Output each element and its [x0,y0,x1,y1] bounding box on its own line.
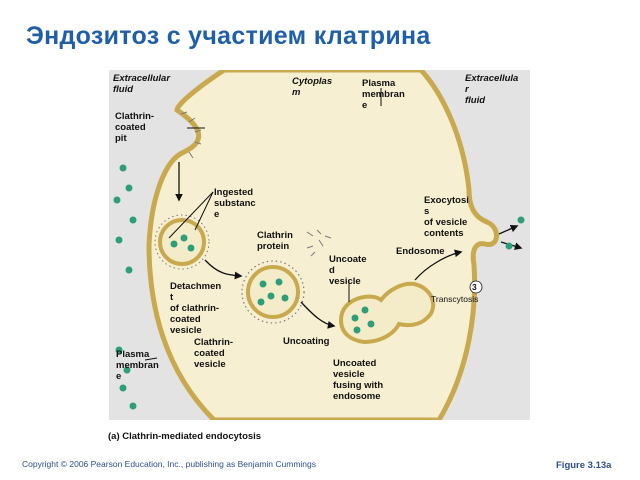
endosome-particles [351,306,375,334]
exocytosis-arrow-1 [498,224,519,235]
label-plasma-membrane-top: Plasma membran e [362,78,405,111]
page-title: Эндозитоз с участием клатрина [26,22,431,50]
clathrin-protein-fragments [306,229,332,257]
copyright-notice: Copyright © 2006 Pearson Education, Inc.… [22,459,317,469]
arrow-to-coated-vesicle [204,259,243,280]
endocytosis-diagram [109,70,530,420]
figure-reference: Figure 3.13a [556,460,612,471]
label-cytoplasm: Cytoplas m [292,76,333,98]
label-clathrin-protein: Clathrin protein [257,230,293,252]
label-extracellular-left: Extracellular fluid [113,73,171,95]
label-ingested-substance: Ingested substanc e [214,187,256,220]
endosome-fused [338,281,436,345]
extracellular-particles [113,164,525,410]
label-clathrin-coated-pit: Clathrin- coated pit [115,111,155,144]
label-plasma-membrane-bottom: Plasma membran e [116,349,159,382]
label-transcytosis-number: 3 [472,282,477,292]
budding-vesicle-particles [170,234,195,252]
label-endosome: Endosome [396,246,445,257]
coated-vesicle-particles [257,278,289,306]
label-uncoated-vesicle: Uncoate d vesicle [329,254,367,287]
budding-vesicle-coat [154,214,210,270]
label-extracellular-right: Extracellula r fluid [465,73,519,106]
diagram-canvas [109,70,530,420]
clathrin-coat [241,260,305,324]
figure-caption: (a) Clathrin-mediated endocytosis [108,431,262,442]
pit-coat-ticks [180,111,202,159]
arrow-exocytosis [414,249,463,281]
label-clathrin-coated-vesicle: Clathrin- coated vesicle [194,337,234,370]
clathrin-coated-vesicle [246,265,300,319]
budding-vesicle [158,218,206,266]
label-uncoating: Uncoating [283,336,330,347]
label-exocytosis: Exocytosi s of vesicle contents [424,195,469,239]
label-uncoated-fusing: Uncoated vesicle fusing with endosome [333,358,384,402]
arrow-uncoating [300,301,336,329]
label-detachment: Detachmen t of clathrin- coated vesicle [170,281,222,336]
label-transcytosis: Transcytosis [431,294,479,304]
label-pointers [144,88,382,361]
transcytosis-step-circle [469,280,483,294]
